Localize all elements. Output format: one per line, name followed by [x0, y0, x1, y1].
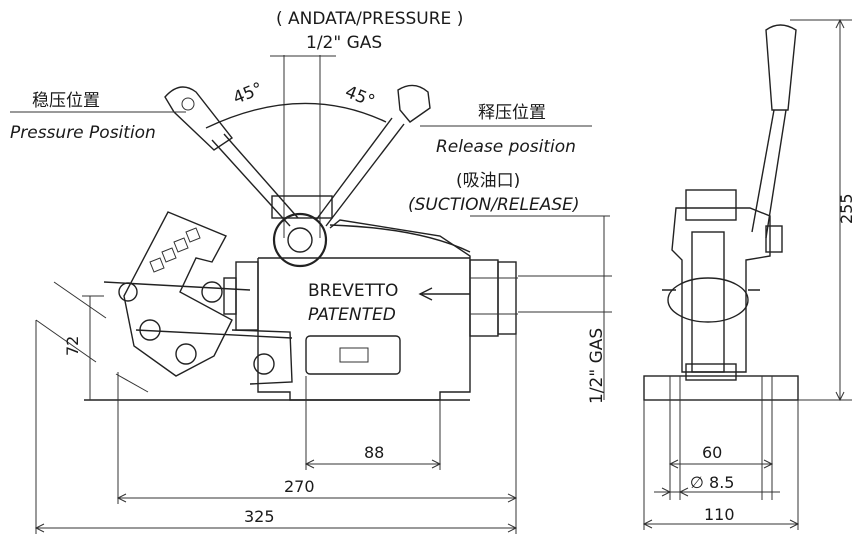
andata-label: ( ANDATA/PRESSURE ): [276, 9, 463, 29]
body-curve: [329, 224, 471, 253]
nameplate: [305, 335, 401, 375]
side-handle: [765, 24, 797, 111]
right-nut: [497, 261, 517, 335]
right-block: [469, 259, 499, 337]
side-base: [643, 375, 799, 401]
suction-cn: (吸油口): [456, 171, 520, 191]
dim-270: 270: [284, 477, 315, 496]
angle-arc: [205, 102, 387, 129]
side-body: [671, 207, 771, 373]
patented-label: PATENTED: [308, 305, 396, 325]
pivot-circle: [272, 212, 328, 268]
release-position-en: Release position: [436, 137, 576, 157]
pressure-position-cn: 稳压位置: [32, 91, 100, 111]
lever-left: [164, 86, 299, 227]
dim-88: 88: [364, 443, 384, 462]
left-flange: [235, 261, 259, 331]
dim-8-5: ∅ 8.5: [690, 473, 734, 492]
gas-top-label: 1/2" GAS: [306, 33, 382, 53]
angle-left-label: 45°: [230, 79, 265, 109]
dim-72: 72: [63, 336, 82, 356]
gas-side-label: 1/2" GAS: [587, 328, 607, 404]
brevetto-label: BREVETTO: [308, 281, 398, 301]
linkage-bracket: [103, 211, 293, 393]
pivot-inner: [287, 227, 313, 253]
front-view: [10, 55, 612, 534]
release-position-cn: 释压位置: [478, 103, 546, 123]
left-nut: [223, 277, 237, 315]
pressure-position-en: Pressure Position: [10, 123, 156, 143]
angle-right-label: 45°: [342, 82, 377, 112]
pivot-top-nut: [271, 195, 333, 219]
dim-325: 325: [244, 507, 275, 526]
pump-body: [257, 219, 471, 401]
suction-en: (SUCTION/RELEASE): [408, 195, 580, 215]
dim-110: 110: [704, 505, 735, 524]
dim-60: 60: [702, 443, 722, 462]
side-top-nut: [685, 189, 737, 221]
lever-right: [315, 84, 431, 227]
side-view: [642, 18, 852, 530]
dim-255: 255: [837, 193, 854, 224]
